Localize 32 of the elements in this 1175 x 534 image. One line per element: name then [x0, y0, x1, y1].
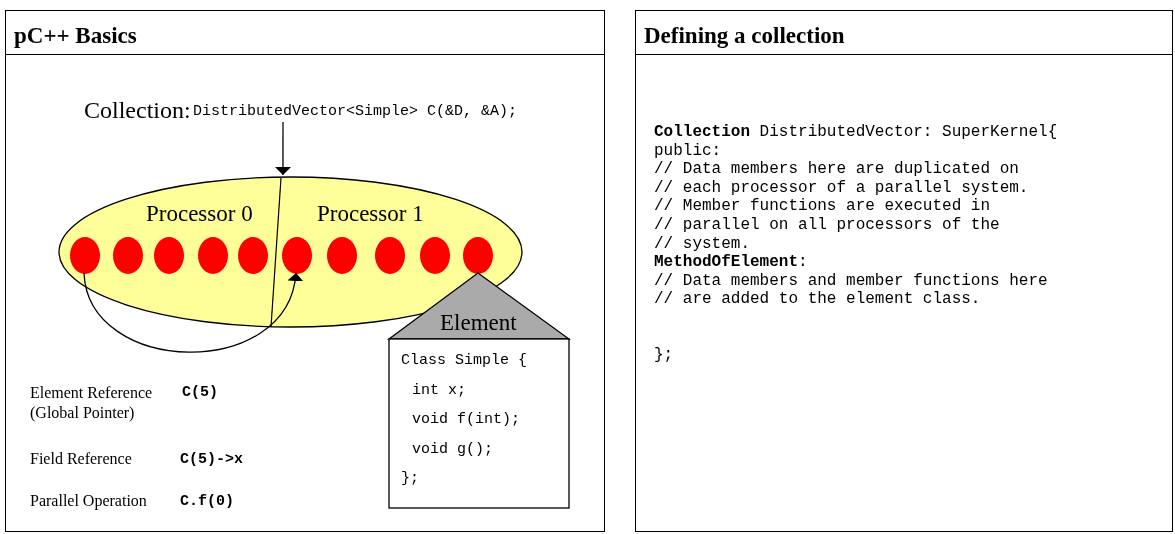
element-class-box: [389, 273, 569, 508]
code-line: // parallel on all processors of the: [654, 217, 1000, 235]
code-panel: [635, 10, 1173, 532]
code-line: };: [401, 471, 419, 488]
code-line: // Member functions are executed in: [654, 198, 991, 216]
code-line: void f(int);: [412, 412, 521, 429]
code-line: // system.: [654, 235, 750, 254]
code-line: };: [654, 347, 674, 365]
code-line: // Data members here are duplicated on: [654, 161, 1019, 179]
code-line: // each processor of a parallel system.: [654, 179, 1029, 198]
code-line: MethodOfElement:: [654, 254, 808, 272]
code-line: // Data members and member functions here: [654, 272, 1048, 291]
code-line: void g();: [412, 441, 493, 458]
code-text: C(5): [182, 385, 218, 402]
code-text: C.f(0): [180, 494, 234, 511]
code-line: public:: [654, 142, 722, 161]
element-title: Element: [440, 310, 517, 336]
code-text: C(5)->x: [180, 452, 243, 469]
code-line: int x;: [412, 382, 466, 399]
reference-label: Element Reference (Global Pointer): [30, 383, 154, 423]
code-line: // are added to the element class.: [654, 291, 981, 309]
reference-label: Parallel Operation: [30, 492, 147, 510]
code-line: Class Simple {: [401, 353, 528, 370]
reference-label: Field Reference: [30, 450, 132, 468]
collection-label: Collection:: [84, 97, 191, 124]
slide-panel: [5, 10, 605, 532]
processor-label: Processor 1: [317, 201, 424, 227]
panel-title: Defining a collection: [644, 23, 845, 49]
code-text: DistributedVector<Simple> C(&D, &A);: [193, 104, 518, 121]
panel-title: pC++ Basics: [14, 23, 137, 49]
code-line: Collection DistributedVector: SuperKernel{: [654, 124, 1058, 142]
processor-label: Processor 0: [146, 201, 253, 227]
